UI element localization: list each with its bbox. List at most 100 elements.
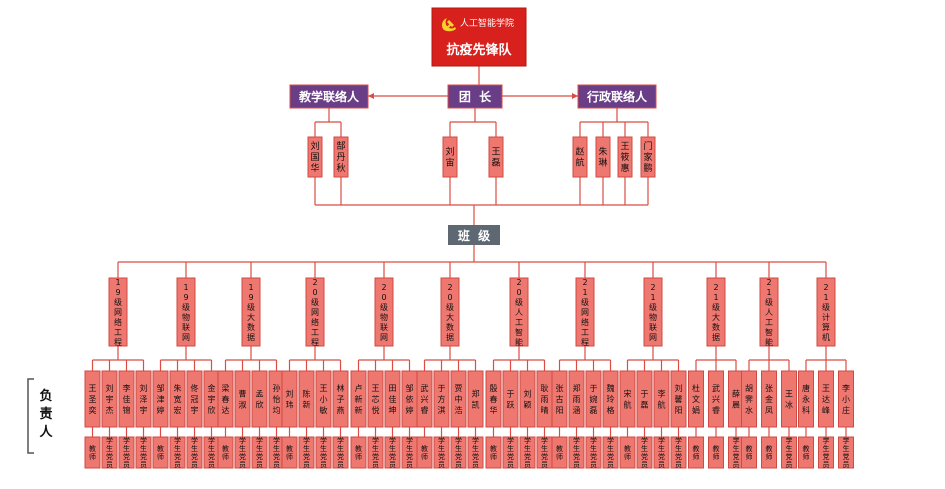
responsible-role-char: 教 xyxy=(157,444,164,453)
responsible-person-box xyxy=(670,370,687,428)
responsible-person-char: 悦 xyxy=(372,405,380,415)
responsible-role-char: 生 xyxy=(524,444,531,453)
class-node-char: 联 xyxy=(182,323,190,332)
responsible-person-box xyxy=(234,370,251,428)
dynamic-nodes: 刘国华郜丹秋刘宙王磊赵航朱琳王筱惠门家鹏19级网络工程王圣奕教师刘宇杰学生党员李… xyxy=(84,136,854,469)
responsible-person-char: 永 xyxy=(802,394,810,404)
responsible-role-char: 生 xyxy=(607,444,614,453)
team-name: 抗疫先锋队 xyxy=(446,42,512,58)
responsible-person-box xyxy=(467,370,484,428)
class-node-char: 物 xyxy=(182,312,190,322)
responsible-role-char: 学 xyxy=(590,436,597,445)
admin-liaison-member-box xyxy=(572,136,588,178)
responsible-role-char: 员 xyxy=(733,461,740,469)
responsible-person-char: 朱 xyxy=(174,383,182,393)
responsible-role-char: 教 xyxy=(355,444,362,453)
school-name: 人工智能学院 xyxy=(460,17,514,29)
class-node-char: 大 xyxy=(247,312,255,322)
class-node-box xyxy=(108,277,128,347)
responsible-role: 教师 xyxy=(741,436,757,469)
class-node-char: 物 xyxy=(649,312,657,322)
responsible-person-char: 宇 xyxy=(106,394,114,404)
responsible-role-char: 学 xyxy=(406,436,413,445)
responsible-person-char: 怡 xyxy=(273,394,281,404)
responsible-role-char: 员 xyxy=(641,461,648,469)
class-node-box xyxy=(305,277,325,347)
class-node-char: 1 xyxy=(183,283,188,292)
responsible-person-char: 孟 xyxy=(256,388,264,398)
responsible-person-char: 宇 xyxy=(208,394,216,404)
responsible-person: 孟欣 xyxy=(251,370,268,428)
responsible-person-box xyxy=(118,370,135,428)
responsible-role-box xyxy=(688,436,704,469)
class-node-char: 级 xyxy=(712,302,720,312)
responsible-role-char: 学 xyxy=(389,436,396,445)
responsible-person-char: 跃 xyxy=(507,400,515,409)
header-box: 人工智能学院 抗疫先锋队 xyxy=(431,7,527,67)
responsible-role-box xyxy=(251,436,268,469)
responsible-person-char: 杜 xyxy=(692,383,700,393)
class-node-box xyxy=(575,277,595,347)
responsible-role-char: 党 xyxy=(273,452,280,461)
class-node-char: 级 xyxy=(114,297,122,307)
responsible-role-box xyxy=(602,436,619,469)
class-node-char: 网 xyxy=(581,308,589,317)
responsible-person-char: 格 xyxy=(607,405,615,415)
team-leader-member-char: 宙 xyxy=(445,157,454,169)
responsible-person-char: 睿 xyxy=(712,406,720,415)
responsible-person: 于跃 xyxy=(502,370,519,428)
responsible-role-char: 师 xyxy=(421,452,428,461)
admin-liaison-member: 王筱惠 xyxy=(617,136,633,178)
teaching-liaison-member-char: 郜 xyxy=(336,140,345,152)
class-node-char: 9 xyxy=(248,293,253,302)
admin-liaison-member-char: 王 xyxy=(620,141,629,152)
class-node-char: 络 xyxy=(581,317,589,327)
admin-liaison-member-box xyxy=(640,136,656,178)
responsible-role: 教师 xyxy=(708,436,724,469)
teaching-liaison-title: 教学联络人 xyxy=(298,89,360,104)
responsible-role-char: 党 xyxy=(541,452,548,461)
responsible-person-char: 凤 xyxy=(765,406,773,415)
responsible-role-box xyxy=(502,436,519,469)
admin-liaison-member-char: 家 xyxy=(643,151,652,163)
responsible-person: 刘宇杰 xyxy=(101,370,118,428)
responsible-person-char: 航 xyxy=(658,399,666,409)
responsible-person: 梁春达 xyxy=(217,370,234,428)
responsible-role-char: 师 xyxy=(89,452,96,461)
responsible-person-char: 春 xyxy=(490,394,498,404)
responsible-role-char: 党 xyxy=(123,452,130,461)
class-node-char: 0 xyxy=(312,288,317,297)
responsible-person-char: 华 xyxy=(490,405,498,415)
responsible-person-char: 婷 xyxy=(406,405,414,415)
responsible-role-box xyxy=(467,436,484,469)
responsible-person-char: 宽 xyxy=(174,394,182,404)
responsible-person: 邹津婷 xyxy=(152,370,169,428)
responsible-person-char: 金 xyxy=(208,383,216,393)
class-node-char: 人 xyxy=(765,308,773,317)
responsible-person-box xyxy=(708,370,724,428)
responsible-person: 李小庄 xyxy=(838,370,854,428)
responsible-person-char: 雨 xyxy=(541,395,549,404)
responsible-person-char: 霁 xyxy=(745,395,753,404)
responsible-person-char: 孙 xyxy=(273,383,281,393)
responsible-role-char: 学 xyxy=(823,436,830,445)
responsible-person-char: 魏 xyxy=(607,383,615,393)
class-node-char: 2 xyxy=(650,283,655,292)
class-node-char: 计 xyxy=(822,312,830,322)
responsible-role-char: 学 xyxy=(843,436,850,445)
responsible-role-char: 党 xyxy=(106,452,113,461)
responsible-person-char: 兴 xyxy=(421,395,429,404)
admin-liaison-member-char: 朱 xyxy=(598,146,607,158)
responsible-role: 教师 xyxy=(281,436,298,469)
class-node-char: 据 xyxy=(712,332,720,342)
responsible-person: 王圣奕 xyxy=(84,370,101,428)
